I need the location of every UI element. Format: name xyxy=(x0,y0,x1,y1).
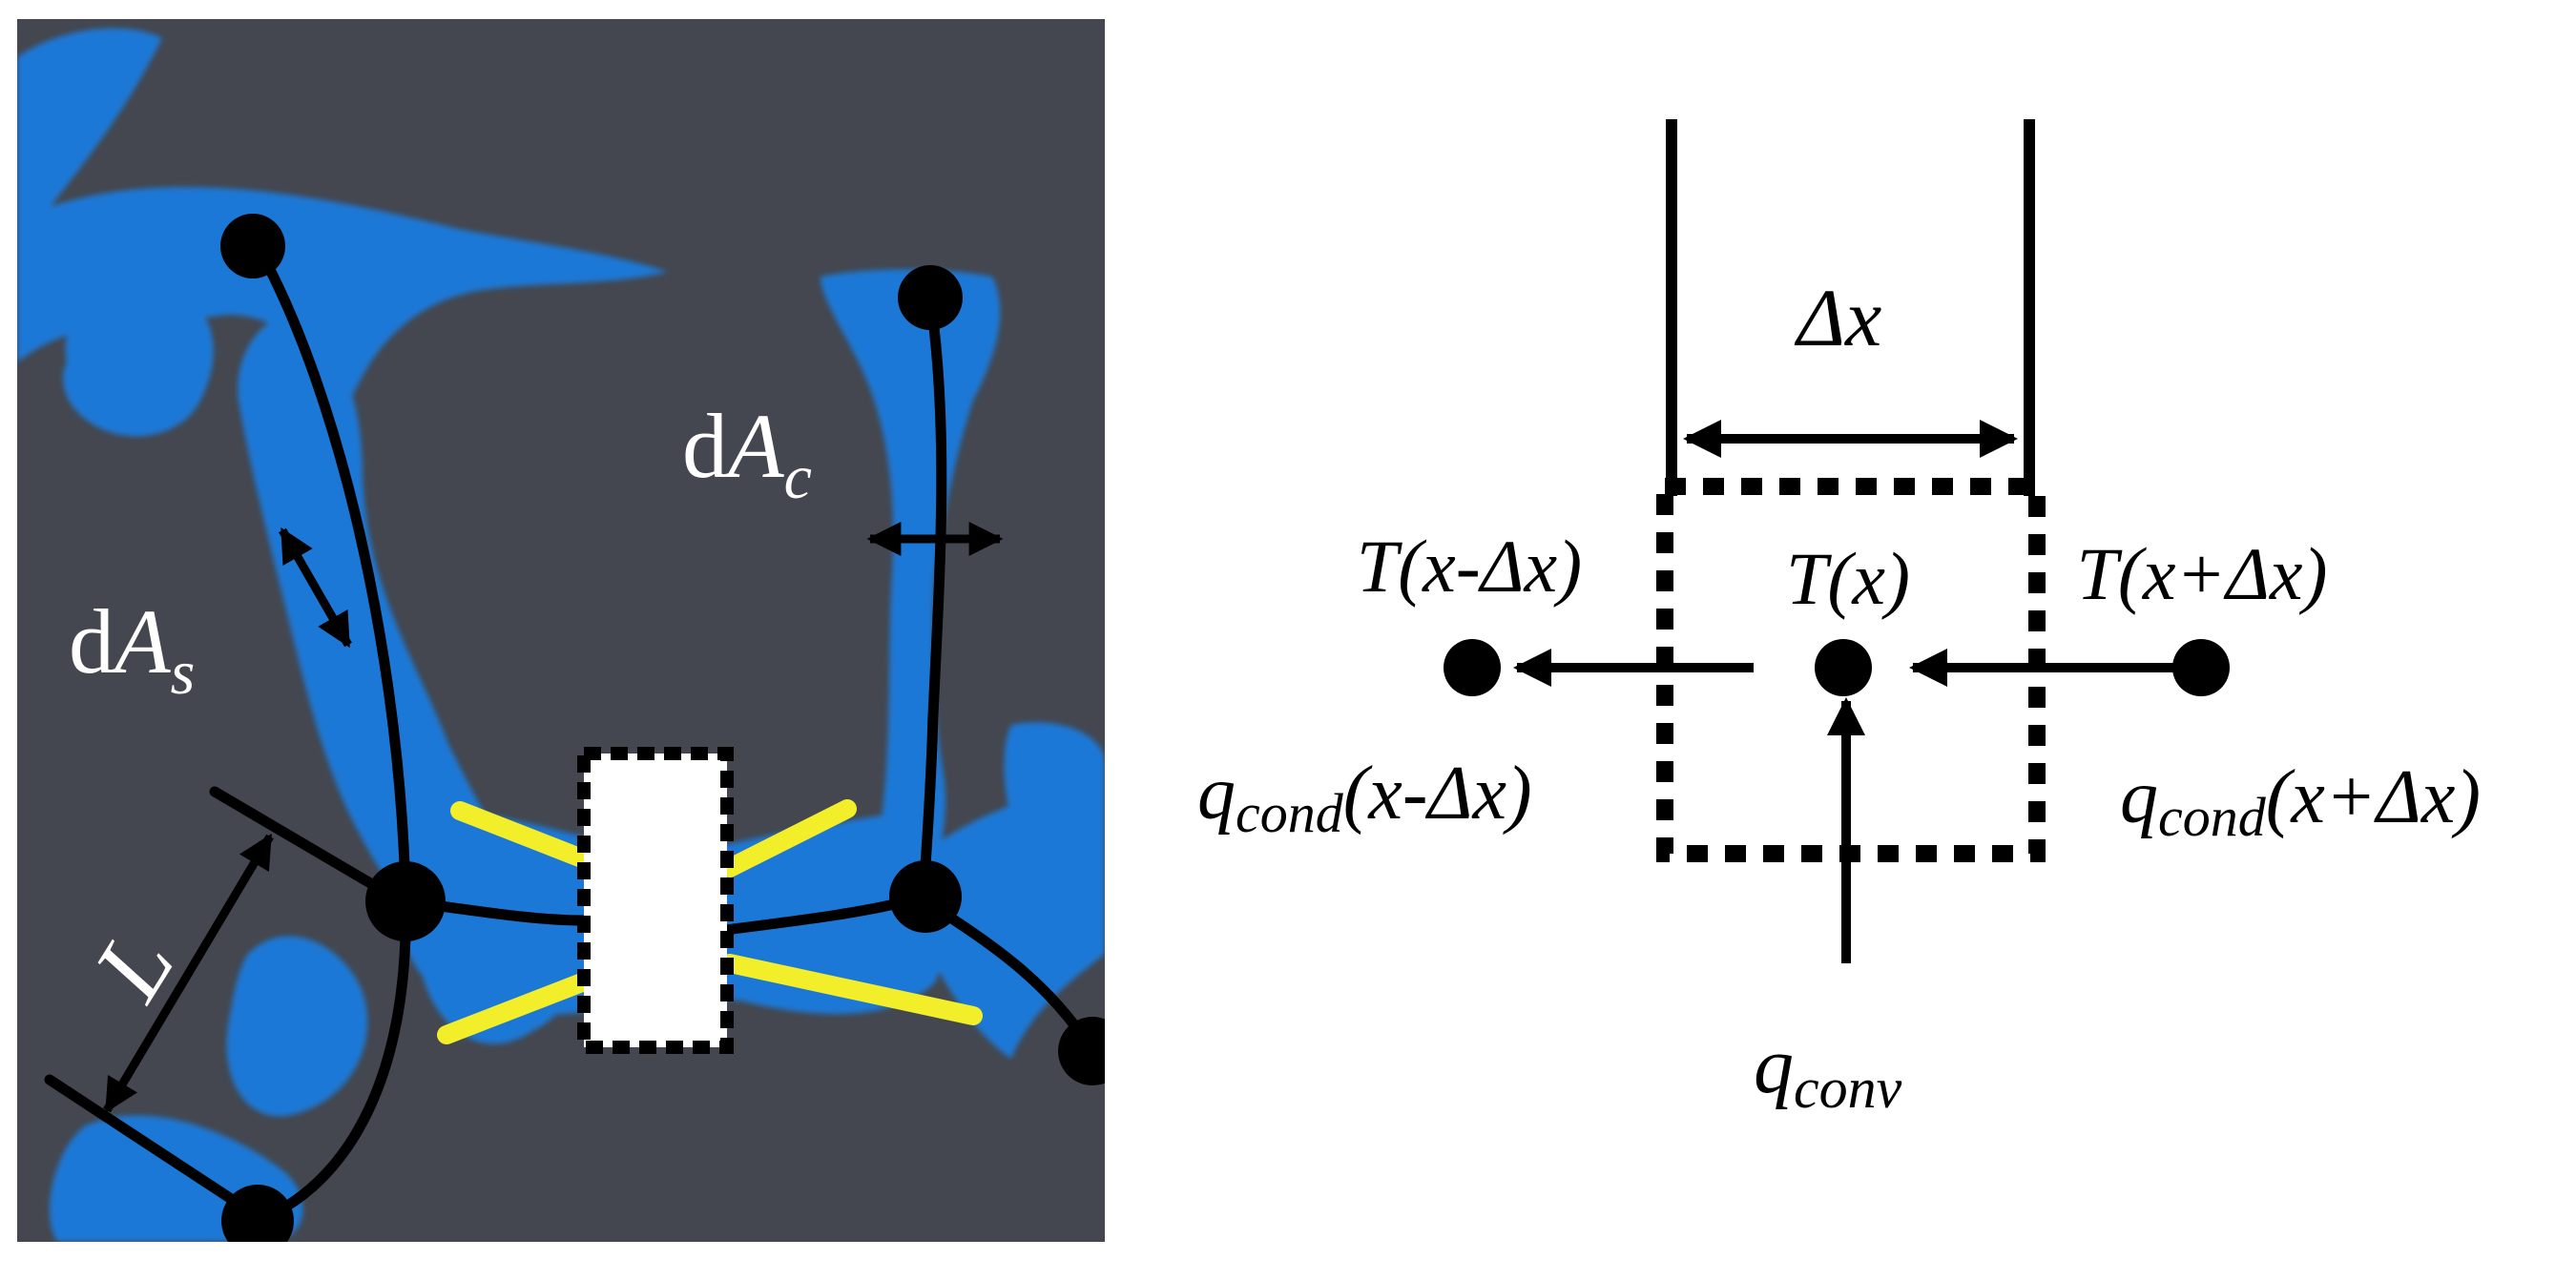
dAs-label: dAs xyxy=(69,590,195,708)
throat-box xyxy=(577,747,734,1054)
T-right-label: T(x+Δx) xyxy=(2077,532,2328,615)
yellow-line-lower-right xyxy=(720,954,983,1025)
strut-right-bulge xyxy=(1004,722,1105,879)
node-junction-right xyxy=(889,860,962,933)
length-tick-lower xyxy=(44,1074,244,1209)
skeleton-right-vertical xyxy=(918,292,947,902)
yellow-line-upper-right xyxy=(720,799,857,877)
strut-right-vertical xyxy=(821,269,1001,908)
node-T-center xyxy=(1815,639,1872,696)
T-left-label: T(x-Δx) xyxy=(1357,525,1582,608)
yellow-highlight-lines xyxy=(437,799,983,1044)
yellow-line-upper-left xyxy=(450,801,592,868)
strut-top-band xyxy=(17,187,668,420)
length-tick-upper xyxy=(209,786,383,893)
length-double-arrow xyxy=(103,833,274,1114)
dAs-double-arrow xyxy=(279,526,352,649)
micro-ct-panel: dAs dAc L xyxy=(17,19,1105,1242)
dAc-label: dAc xyxy=(682,395,812,512)
yellow-line-lower-left xyxy=(437,973,592,1044)
node-top-right xyxy=(898,265,963,330)
skeleton-network xyxy=(44,240,1098,1227)
T-center-label: T(x) xyxy=(1786,537,1910,620)
node-junction-left xyxy=(365,861,446,941)
node-T-right xyxy=(2172,639,2230,696)
skeleton-left-curve xyxy=(252,240,411,1227)
node-bottom-right xyxy=(1058,1017,1105,1085)
q-conv-label: qconv xyxy=(1754,1022,1902,1120)
node-T-left xyxy=(1444,639,1501,696)
strut-left-knob xyxy=(63,273,214,437)
heat-balance-schematic: Δx T(x-Δx) T(x) T(x+Δx) qcond(x-Δx) qcon… xyxy=(1197,119,2481,1120)
strut-top-left-arc xyxy=(17,28,162,248)
q-cond-right-label: qcond(x+Δx) xyxy=(2120,755,2481,848)
skeleton-nodes xyxy=(220,214,1105,1242)
node-top-left xyxy=(220,214,285,279)
node-bottom-left xyxy=(221,1185,294,1242)
q-cond-left-label: qcond(x-Δx) xyxy=(1197,752,1532,844)
delta-x-label: Δx xyxy=(1795,272,1882,363)
